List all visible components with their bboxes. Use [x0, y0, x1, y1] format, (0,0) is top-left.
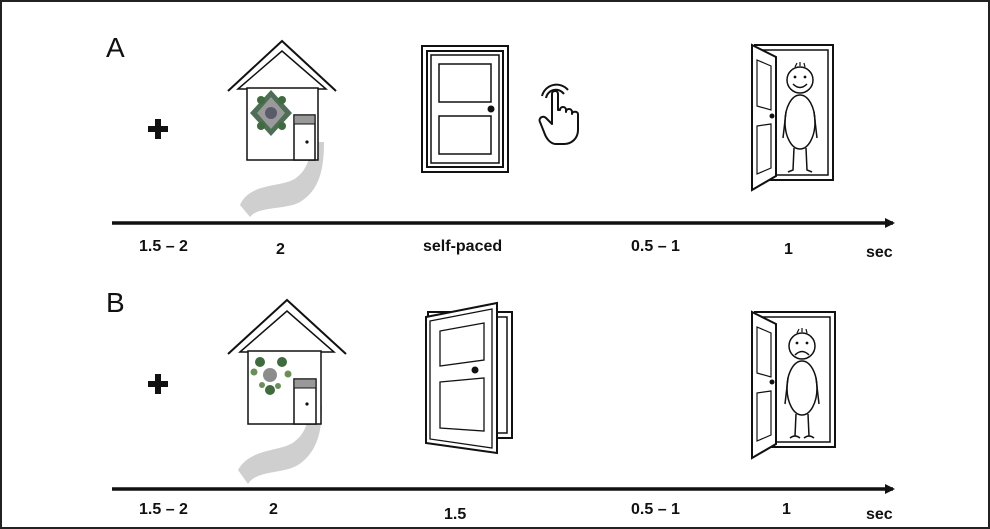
time-unit-label: sec [866, 244, 893, 261]
time-label: 1 [784, 241, 793, 258]
time-label: 2 [276, 241, 285, 258]
time-label: 2 [269, 501, 278, 518]
time-label: 0.5 – 1 [631, 501, 680, 518]
time-unit-label: sec [866, 506, 893, 523]
time-label: self-paced [423, 238, 502, 255]
time-label: 1.5 – 2 [139, 238, 188, 255]
door-icon [422, 46, 508, 172]
time-label: 1.5 – 2 [139, 501, 188, 518]
door-opening-icon [426, 303, 512, 453]
panel-letter: A [106, 32, 125, 63]
time-label: 1.5 [444, 506, 466, 523]
time-label: 1 [782, 501, 791, 518]
time-label: 0.5 – 1 [631, 238, 680, 255]
panel-letter: B [106, 287, 125, 318]
